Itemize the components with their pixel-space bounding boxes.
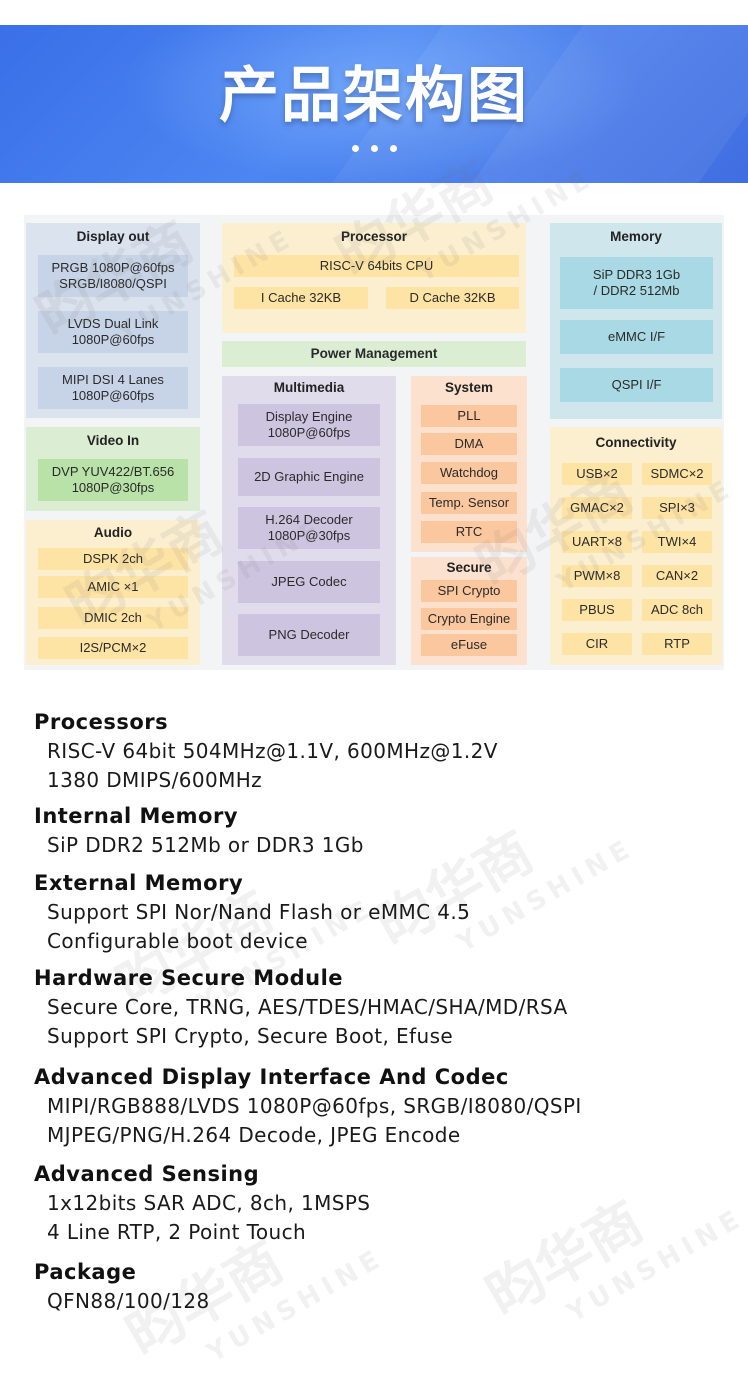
spec-line: Support SPI Crypto, Secure Boot, Efuse <box>47 1024 454 1048</box>
architecture-diagram: Display out PRGB 1080P@60fps SRGB/I8080/… <box>24 215 724 670</box>
video-in-title: Video In <box>86 433 140 448</box>
spec-list: Processors RISC-V 64bit 504MHz@1.1V, 600… <box>34 708 724 1316</box>
audio-item: DMIC 2ch <box>38 607 188 629</box>
multimedia-item: 2D Graphic Engine <box>238 458 380 496</box>
spec-line: Configurable boot device <box>47 929 308 953</box>
spec-line: SiP DDR2 512Mb or DDR3 1Gb <box>47 833 364 857</box>
connectivity-item: SPI×3 <box>642 497 712 519</box>
connectivity-item: USB×2 <box>562 463 632 485</box>
spec-heading: Advanced Display Interface And Codec <box>34 1065 509 1089</box>
spec-section-package: Package QFN88/100/128 <box>34 1258 724 1316</box>
connectivity-panel: Connectivity USB×2 SDMC×2 GMAC×2 SPI×3 U… <box>550 427 722 665</box>
secure-title: Secure <box>446 560 492 575</box>
icache-block: I Cache 32KB <box>234 287 368 309</box>
connectivity-item: UART×8 <box>562 531 632 553</box>
dcache-block: D Cache 32KB <box>386 287 519 309</box>
memory-item: QSPI I/F <box>560 368 713 402</box>
system-title: System <box>444 380 494 395</box>
power-management-block: Power Management <box>222 341 526 367</box>
spec-line: QFN88/100/128 <box>47 1289 210 1313</box>
memory-item: SiP DDR3 1Gb / DDR2 512Mb <box>560 257 713 309</box>
connectivity-item: GMAC×2 <box>562 497 632 519</box>
multimedia-panel: Multimedia Display Engine 1080P@60fps 2D… <box>222 376 396 665</box>
spec-line: MIPI/RGB888/LVDS 1080P@60fps, SRGB/I8080… <box>47 1094 582 1118</box>
spec-heading: Internal Memory <box>34 804 239 828</box>
audio-item: AMIC ×1 <box>38 576 188 598</box>
video-in-panel: Video In DVP YUV422/BT.656 1080P@30fps <box>26 427 200 511</box>
spec-line: 1x12bits SAR ADC, 8ch, 1MSPS <box>47 1191 371 1215</box>
audio-item: DSPK 2ch <box>38 548 188 570</box>
spec-heading: Processors <box>34 710 169 734</box>
connectivity-item: ADC 8ch <box>642 599 712 621</box>
video-in-item: DVP YUV422/BT.656 1080P@30fps <box>38 459 188 501</box>
multimedia-title: Multimedia <box>273 380 345 395</box>
connectivity-item: CAN×2 <box>642 565 712 587</box>
display-out-item: MIPI DSI 4 Lanes 1080P@60fps <box>38 367 188 409</box>
system-item: RTC <box>421 521 517 543</box>
header-glow <box>120 25 640 183</box>
display-out-title: Display out <box>76 229 150 244</box>
spec-line: 4 Line RTP, 2 Point Touch <box>47 1220 307 1244</box>
audio-panel: Audio DSPK 2ch AMIC ×1 DMIC 2ch I2S/PCM×… <box>26 520 200 665</box>
spec-section-processors: Processors RISC-V 64bit 504MHz@1.1V, 600… <box>34 708 724 795</box>
processor-title: Processor <box>340 229 408 244</box>
multimedia-item: PNG Decoder <box>238 614 380 656</box>
connectivity-item: PBUS <box>562 599 632 621</box>
spec-line: Secure Core, TRNG, AES/TDES/HMAC/SHA/MD/… <box>47 995 568 1019</box>
page-title: 产品架构图 <box>219 61 529 131</box>
secure-item: SPI Crypto <box>421 580 517 602</box>
secure-panel: Secure SPI Crypto Crypto Engine eFuse <box>411 557 527 665</box>
spec-heading: Advanced Sensing <box>34 1162 260 1186</box>
spec-section-secure-module: Hardware Secure Module Secure Core, TRNG… <box>34 964 724 1051</box>
memory-panel: Memory SiP DDR3 1Gb / DDR2 512Mb eMMC I/… <box>550 223 722 419</box>
spec-heading: Package <box>34 1260 137 1284</box>
spec-heading: Hardware Secure Module <box>34 966 344 990</box>
dots-decoration <box>0 137 748 156</box>
spec-line: MJPEG/PNG/H.264 Decode, JPEG Encode <box>47 1123 461 1147</box>
multimedia-item: H.264 Decoder 1080P@30fps <box>238 507 380 549</box>
audio-item: I2S/PCM×2 <box>38 637 188 659</box>
connectivity-title: Connectivity <box>595 435 677 450</box>
memory-title: Memory <box>610 229 662 244</box>
processor-panel: Processor RISC-V 64bits CPU I Cache 32KB… <box>222 223 526 333</box>
header-banner: 产品架构图 <box>0 25 748 183</box>
spec-line: RISC-V 64bit 504MHz@1.1V, 600MHz@1.2V <box>47 739 498 763</box>
system-item: PLL <box>421 405 517 427</box>
spec-section-external-memory: External Memory Support SPI Nor/Nand Fla… <box>34 869 724 956</box>
connectivity-item: TWI×4 <box>642 531 712 553</box>
connectivity-item: RTP <box>642 633 712 655</box>
spec-section-internal-memory: Internal Memory SiP DDR2 512Mb or DDR3 1… <box>34 802 724 860</box>
multimedia-item: JPEG Codec <box>238 561 380 603</box>
secure-item: eFuse <box>421 634 517 656</box>
display-out-item: LVDS Dual Link 1080P@60fps <box>38 311 188 353</box>
audio-title: Audio <box>93 525 133 540</box>
system-panel: System PLL DMA Watchdog Temp. Sensor RTC <box>411 376 527 552</box>
system-item: DMA <box>421 433 517 455</box>
spec-line: Support SPI Nor/Nand Flash or eMMC 4.5 <box>47 900 471 924</box>
display-out-panel: Display out PRGB 1080P@60fps SRGB/I8080/… <box>26 223 200 418</box>
connectivity-item: PWM×8 <box>562 565 632 587</box>
multimedia-item: Display Engine 1080P@60fps <box>238 404 380 446</box>
connectivity-item: CIR <box>562 633 632 655</box>
secure-item: Crypto Engine <box>421 608 517 630</box>
memory-item: eMMC I/F <box>560 320 713 354</box>
spec-heading: External Memory <box>34 871 244 895</box>
display-out-item: PRGB 1080P@60fps SRGB/I8080/QSPI <box>38 255 188 297</box>
spec-section-display-codec: Advanced Display Interface And Codec MIP… <box>34 1063 724 1150</box>
system-item: Watchdog <box>421 462 517 484</box>
cpu-block: RISC-V 64bits CPU <box>234 255 519 277</box>
spec-line: 1380 DMIPS/600MHz <box>47 768 263 792</box>
connectivity-item: SDMC×2 <box>642 463 712 485</box>
spec-section-sensing: Advanced Sensing 1x12bits SAR ADC, 8ch, … <box>34 1160 724 1247</box>
system-item: Temp. Sensor <box>421 492 517 514</box>
